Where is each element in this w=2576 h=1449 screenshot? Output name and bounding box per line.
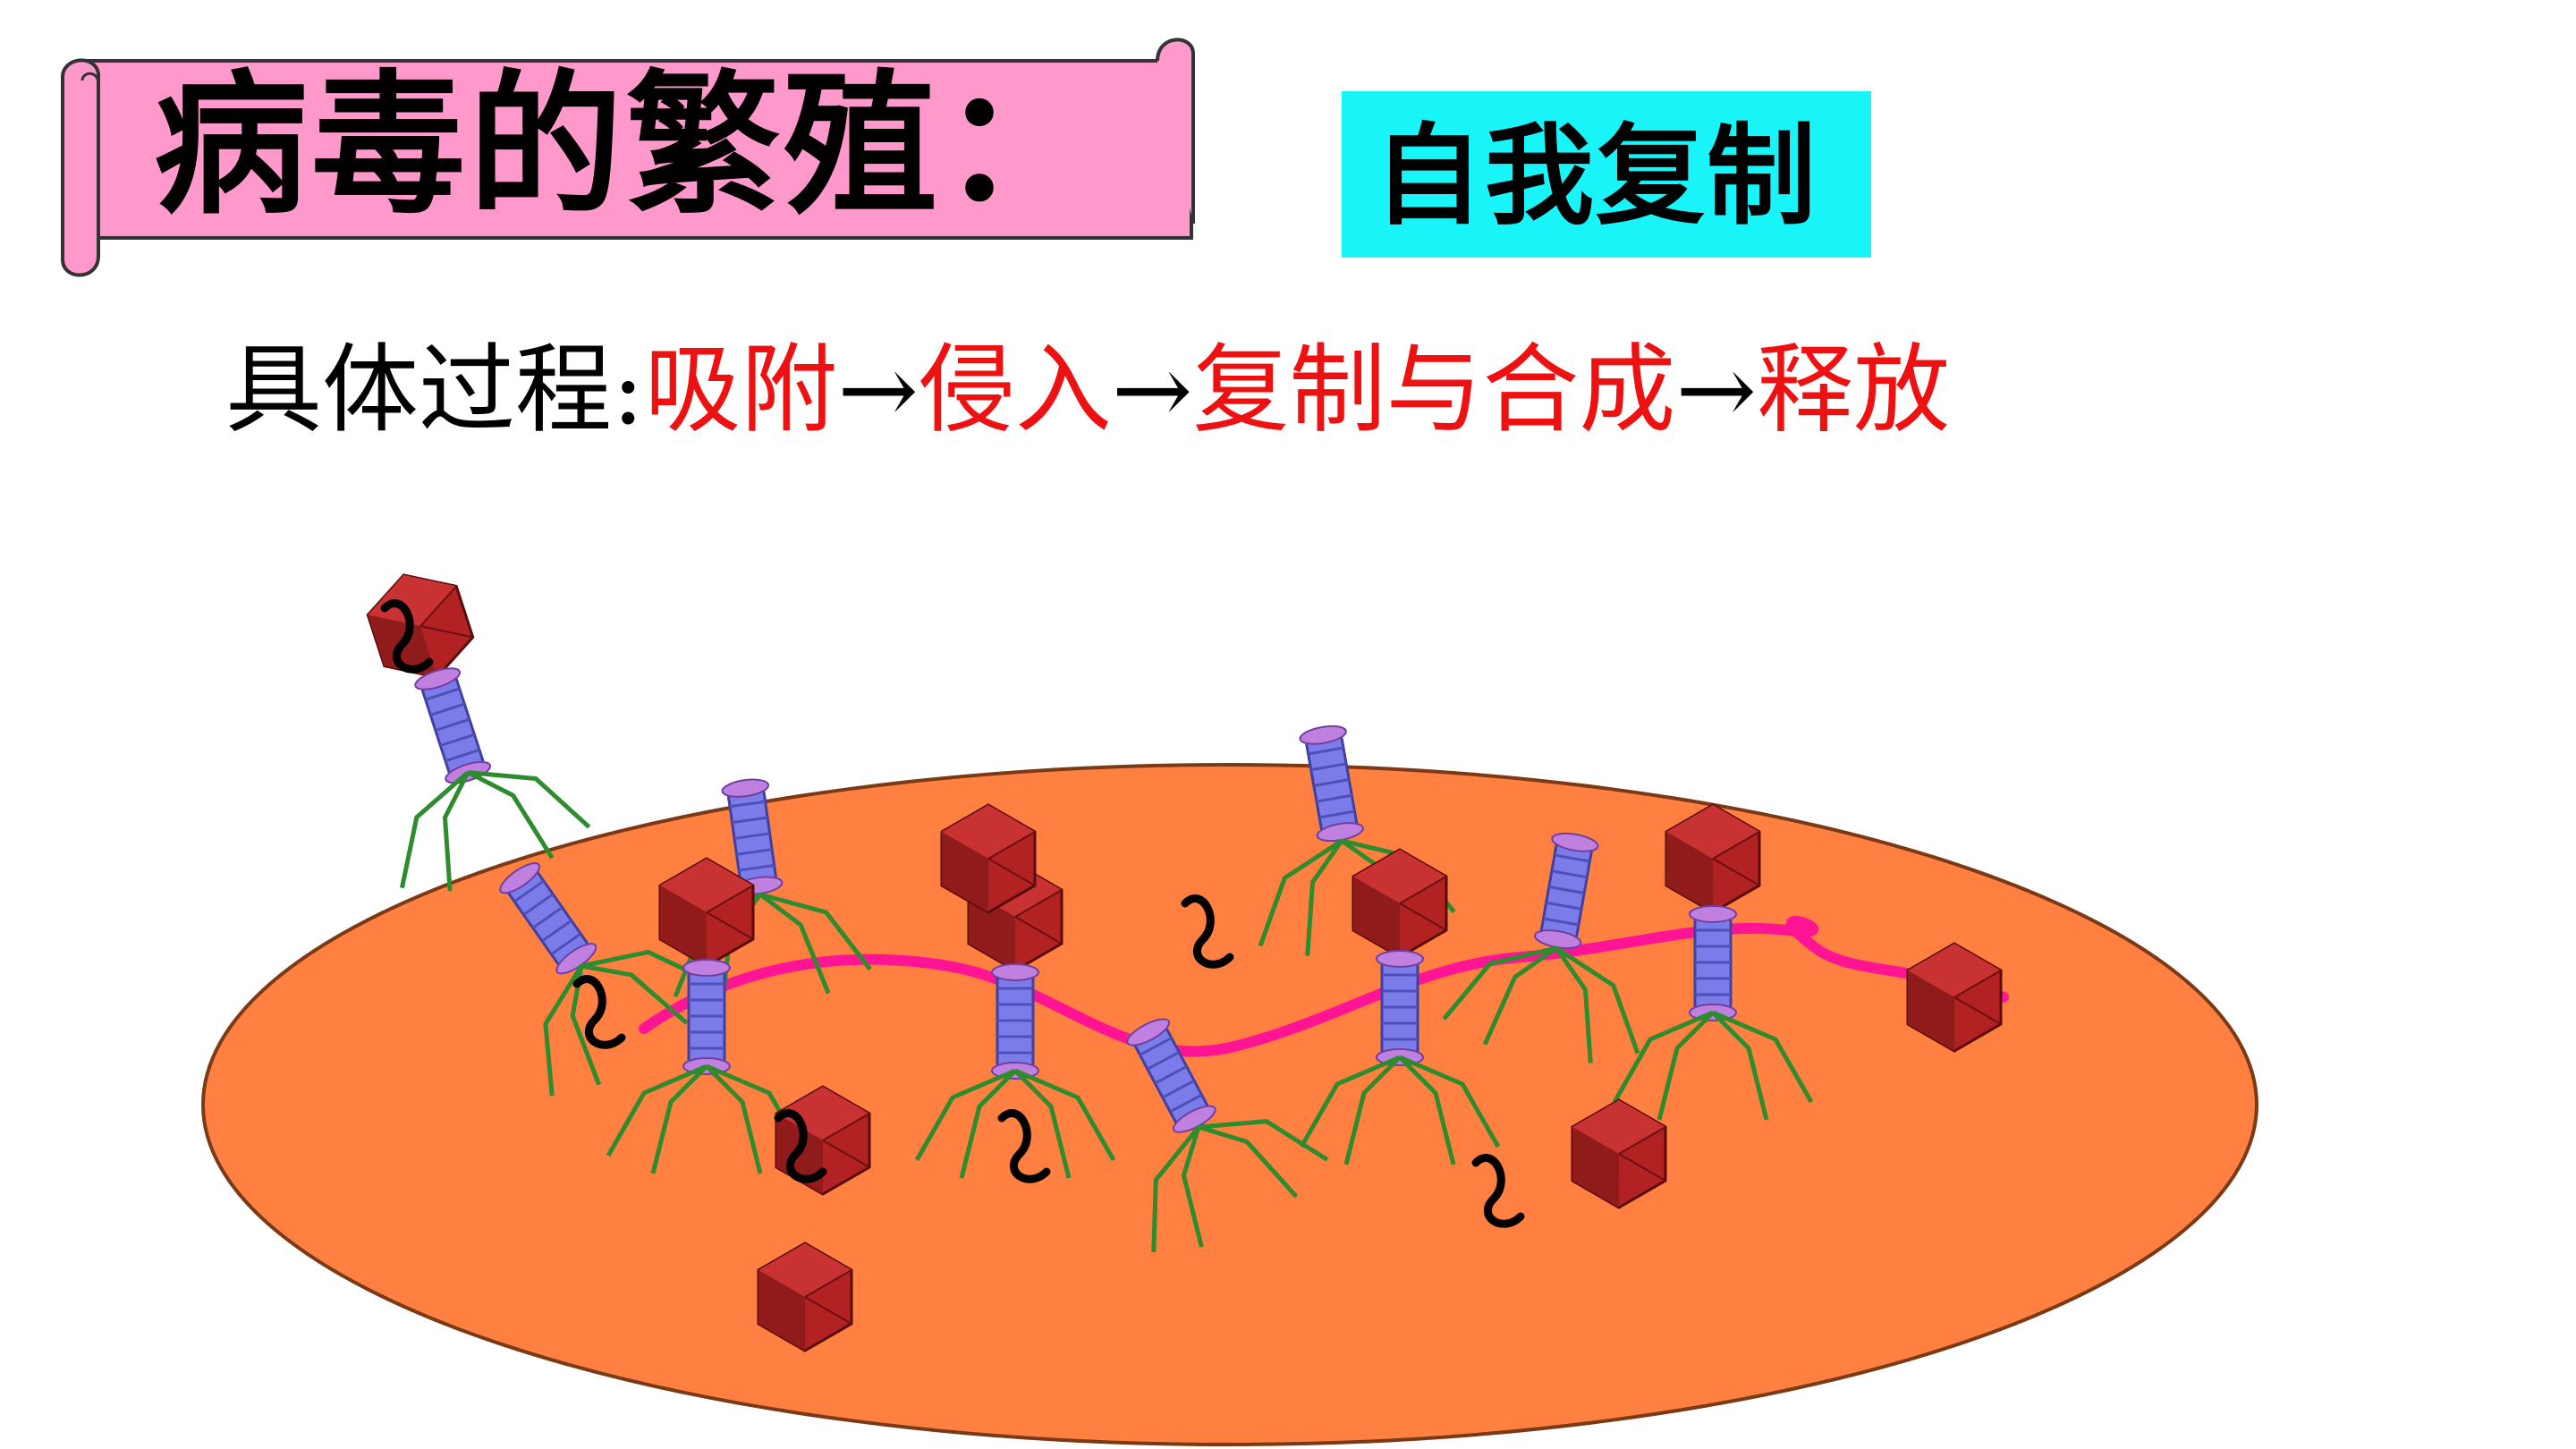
title-scroll-banner xyxy=(61,38,1195,277)
step-replication-synthesis: 复制与合成 xyxy=(1192,335,1676,446)
step-release: 释放 xyxy=(1756,335,1950,446)
host-dna-strand xyxy=(639,915,2009,1057)
step-penetration: 侵入 xyxy=(918,335,1112,446)
step-adsorption: 吸附 xyxy=(644,335,838,446)
step-arrow: → xyxy=(1111,335,1193,446)
phage-replication-illustration xyxy=(201,501,2258,1446)
self-replication-tag xyxy=(1342,91,1871,258)
host-cell xyxy=(201,763,2258,1446)
self-replication-label: 自我复制 xyxy=(1374,113,1818,240)
process-steps: 具体过程:吸附→侵入→复制与合成→释放 xyxy=(225,333,2372,449)
step-arrow: → xyxy=(1675,335,1757,446)
process-label: 具体过程: xyxy=(225,335,645,446)
page-title: 病毒的繁殖： xyxy=(154,55,1098,235)
step-arrow: → xyxy=(837,335,919,446)
